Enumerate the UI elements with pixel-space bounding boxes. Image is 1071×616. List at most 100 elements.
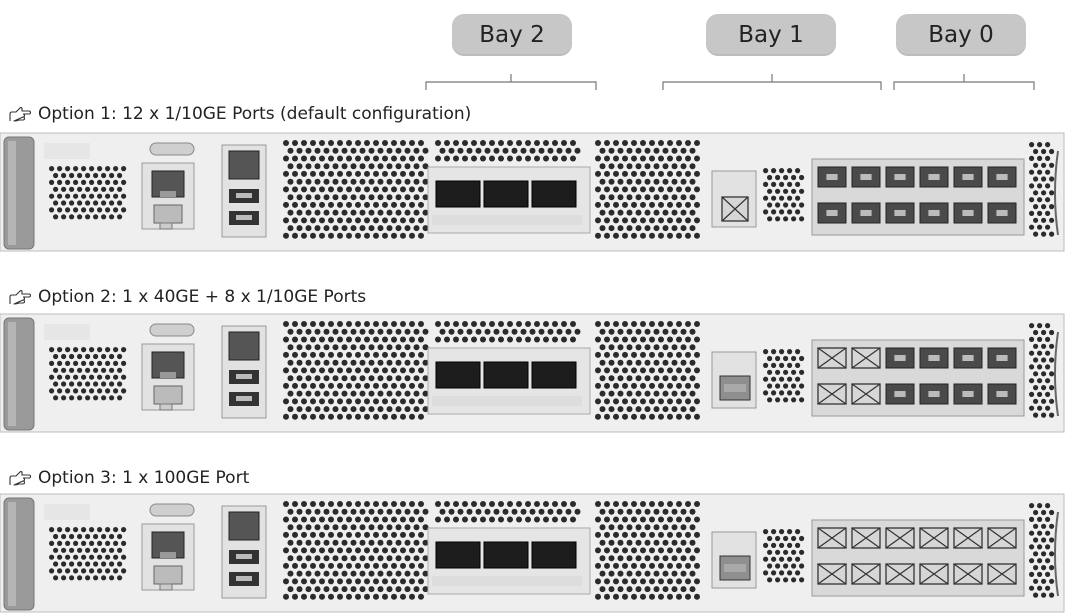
option-2-label: Option 2: 1 x 40GE + 8 x 1/10GE Ports [8,287,366,307]
disabled-port-icon [919,527,949,549]
option-1-text: Option 1: 12 x 1/10GE Ports (default con… [38,104,472,124]
vent-far-right [1029,323,1055,418]
sfp-port [987,383,1017,405]
vent-left [49,166,127,220]
chassis-option-1 [0,132,1065,252]
bay-1-module [711,351,757,409]
bay-0-label: Bay 0 [896,14,1026,56]
bay-0-text: Bay 0 [928,22,994,48]
right-bracket [1054,331,1059,417]
console-port-block [141,162,195,230]
sfp-port [953,166,983,188]
disabled-port-icon [885,563,915,585]
disabled-port-icon [817,347,847,369]
led-indicator [149,323,195,337]
sfp-port [435,361,481,389]
rj45-port-icon [228,331,260,361]
chassis-option-2 [0,313,1065,433]
disabled-port-icon [885,527,915,549]
sfp-port [919,166,949,188]
bay-1-label: Bay 1 [706,14,836,56]
vent-center [435,140,700,239]
sfp-port [885,166,915,188]
option-3-text: Option 3: 1 x 100GE Port [38,468,250,488]
logo-area [44,504,90,520]
sfp-port [531,541,577,569]
pointing-hand-icon [9,289,32,305]
led-indicator [149,142,195,156]
pointing-hand-icon [9,106,32,122]
bay-0-module [811,339,1025,417]
sfp-port [851,202,881,224]
disabled-port-icon [987,563,1017,585]
mgmt-usb-block [221,505,267,599]
sfp-port [919,347,949,369]
bay-2-text: Bay 2 [479,22,545,48]
console-port-block [141,523,195,591]
sfp-port [851,166,881,188]
sfp-port [953,347,983,369]
vent-main [283,501,429,600]
chassis-option-3 [0,493,1065,613]
mgmt-usb-block [221,325,267,419]
right-bracket [1054,150,1059,236]
rj45-port-icon [228,511,260,541]
bay-1-text: Bay 1 [738,22,804,48]
sfp-port [817,166,847,188]
disabled-port-icon [953,563,983,585]
sfp-port [987,202,1017,224]
bay-2-module [427,527,591,595]
vent-far-right [1029,142,1055,237]
disabled-port-icon [851,563,881,585]
sfp-port [987,166,1017,188]
sfp-port [435,180,481,208]
right-bracket [1054,511,1059,597]
sfp-port [483,361,529,389]
option-2-text: Option 2: 1 x 40GE + 8 x 1/10GE Ports [38,287,367,307]
bay-2-module [427,166,591,234]
logo-area [44,324,90,340]
vent-left [49,347,127,401]
bay-0-module [811,519,1025,597]
bay-1-module [711,531,757,589]
sfp-port [885,347,915,369]
logo-area [44,143,90,159]
sfp-port [531,361,577,389]
sfp-port [435,541,481,569]
sfp-port [817,202,847,224]
led-indicator [149,503,195,517]
console-port-block [141,343,195,411]
sfp-port [531,180,577,208]
bay-0-module [811,158,1025,236]
vent-left [49,527,127,581]
bay-2-bracket [425,74,597,90]
bay-0-bracket [893,74,1035,90]
disabled-port-icon [953,527,983,549]
sfp-port [953,202,983,224]
disabled-port-icon [851,383,881,405]
disabled-port-icon [919,563,949,585]
vent-center [435,321,700,420]
vent-right [763,349,805,403]
bay-1-bracket [662,74,882,90]
vent-center [435,501,700,600]
sfp-port [987,347,1017,369]
sfp-port [919,383,949,405]
disabled-port-icon [987,527,1017,549]
sfp-port [919,202,949,224]
disabled-port-icon [721,196,749,222]
disabled-port-icon [817,527,847,549]
mgmt-usb-block [221,144,267,238]
sfp-port [885,202,915,224]
vent-main [283,321,429,420]
sfp-port [483,180,529,208]
disabled-port-icon [817,383,847,405]
option-1-label: Option 1: 12 x 1/10GE Ports (default con… [8,104,471,124]
rj45-port-icon [228,150,260,180]
sfp-port [483,541,529,569]
disabled-port-icon [851,527,881,549]
bay-2-module [427,347,591,415]
vent-right [763,168,805,222]
disabled-port-icon [851,347,881,369]
sfp-port [885,383,915,405]
